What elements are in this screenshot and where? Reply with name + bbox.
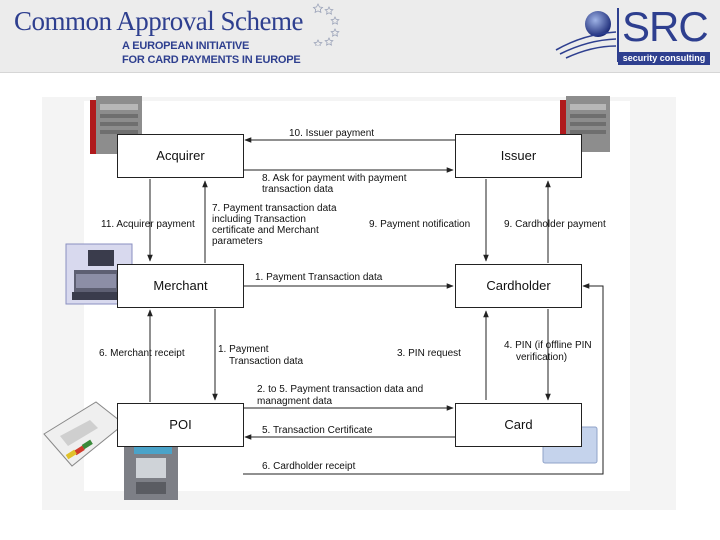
node-card: Card	[455, 403, 582, 447]
label-issuer-payment: 10. Issuer payment	[289, 128, 375, 139]
label-payment-poi-2: Transaction data	[229, 356, 304, 367]
label-payment-data-3: certificate and Merchant	[212, 225, 319, 236]
node-merchant: Merchant	[117, 264, 244, 308]
label-payment-data-1: 7. Payment transaction data	[212, 203, 337, 214]
node-acquirer: Acquirer	[117, 134, 244, 178]
label-payment-transaction-data: 1. Payment Transaction data	[255, 272, 383, 283]
node-poi: POI	[117, 403, 244, 447]
label-payment-notification: 9. Payment notification	[369, 219, 471, 230]
label-ask-for-payment-2: transaction data	[262, 184, 334, 195]
label-transaction-certificate: 5. Transaction Certificate	[262, 425, 373, 436]
subtitle-line-1: A EUROPEAN INITIATIVE	[122, 40, 250, 52]
label-payment-data-2: including Transaction	[212, 214, 306, 225]
arrow-cardholder-receipt	[243, 283, 604, 475]
node-issuer: Issuer	[455, 134, 582, 178]
eu-stars-icon	[312, 3, 340, 46]
label-merchant-receipt: 6. Merchant receipt	[99, 348, 185, 359]
label-pin-1: 4. PIN (if offline PIN	[504, 340, 592, 351]
label-cardholder-receipt: 6. Cardholder receipt	[262, 461, 356, 472]
scheme-title: Common Approval Scheme	[14, 6, 303, 36]
node-cardholder: Cardholder	[455, 264, 582, 308]
atm-icon	[124, 440, 178, 500]
pos-terminal-icon	[43, 401, 125, 467]
header-banner: Common Approval Scheme A EUROPEAN INITIA…	[0, 0, 720, 73]
src-logo-text: SRC	[622, 3, 709, 50]
subtitle-line-2: FOR CARD PAYMENTS IN EUROPE	[122, 54, 301, 66]
issuer-server-icon	[560, 96, 610, 152]
label-acquirer-payment: 11. Acquirer payment	[101, 219, 195, 230]
label-pin-request: 3. PIN request	[397, 348, 461, 359]
label-pin-2: verification)	[516, 352, 568, 363]
label-cardholder-payment: 9. Cardholder payment	[504, 219, 606, 230]
label-payment-data-4: parameters	[212, 236, 263, 247]
label-ask-for-payment-1: 8. Ask for payment with payment	[262, 173, 407, 184]
src-logo-tagline: security consulting	[618, 52, 710, 65]
label-transaction-data-card-1: 2. to 5. Payment transaction data and	[257, 384, 424, 395]
label-transaction-data-card-2: managment data	[257, 396, 333, 407]
label-payment-poi-1: 1. Payment	[218, 344, 269, 355]
